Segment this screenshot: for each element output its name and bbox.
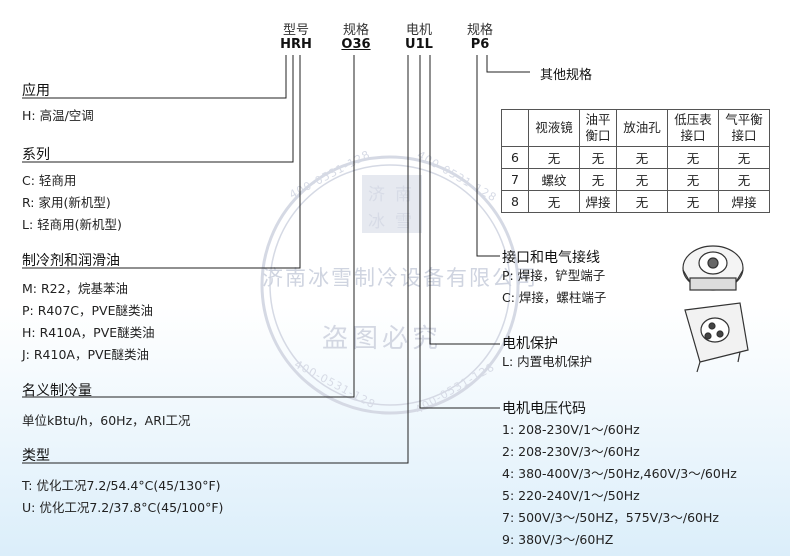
code-value-motor: U1L <box>405 37 433 52</box>
section-line: 9: 380V/3～/60HZ <box>502 532 614 547</box>
section-line: C: 轻商用 <box>22 173 77 188</box>
table-header-cell: 视液镜 <box>528 109 580 147</box>
section-line: L: 轻商用(新机型) <box>22 217 122 232</box>
table-cell: 焊接 <box>579 190 617 213</box>
other-spec-label: 其他规格 <box>540 68 593 83</box>
spade-terminal-icon <box>682 245 744 291</box>
section-title-application: 应用 <box>22 83 50 99</box>
section-line: U: 优化工况7.2/37.8°C(45/100°F) <box>22 500 224 515</box>
section-line: R: 家用(新机型) <box>22 195 111 210</box>
section-title-voltage-code: 电机电压代码 <box>502 401 586 417</box>
section-line: C: 焊接，螺柱端子 <box>502 290 607 305</box>
section-line: 1: 208-230V/1～/60Hz <box>502 422 640 437</box>
code-value-spec2: P6 <box>470 37 490 52</box>
table-row: 6 无 无 无 无 无 <box>501 146 770 169</box>
table-cell: 无 <box>616 190 668 213</box>
table-cell: 无 <box>667 190 719 213</box>
table-header-row: 视液镜 油平 衡口 放油孔 低压表 接口 气平衡 接口 <box>501 109 770 147</box>
section-line: L: 内置电机保护 <box>502 354 593 369</box>
watermark-company: 济南冰雪制冷设备有限公司 <box>262 266 538 290</box>
section-line: 4: 380-400V/3～/50Hz,460V/3～/60Hz <box>502 466 737 481</box>
code-label-model: 型号 <box>282 23 309 38</box>
table-header-cell: 低压表 接口 <box>667 109 719 147</box>
section-line: T: 优化工况7.2/54.4°C(45/130°F) <box>22 478 221 493</box>
section-title-connection: 接口和电气接线 <box>502 250 600 266</box>
section-line: H: 高温/空调 <box>22 108 94 123</box>
table-header-cell: 油平 衡口 <box>579 109 617 147</box>
section-title-type: 类型 <box>22 448 50 464</box>
watermark-logo-char: 济 <box>368 185 386 205</box>
table-cell: 无 <box>528 190 580 213</box>
section-title-capacity: 名义制冷量 <box>22 383 92 399</box>
table-cell: 螺纹 <box>528 168 580 191</box>
watermark-logo-char: 冰 <box>368 212 386 232</box>
section-line: P: R407C，PVE醚类油 <box>22 303 153 318</box>
code-label-spec: 规格 <box>342 23 369 38</box>
section-line: H: R410A，PVE醚类油 <box>22 325 155 340</box>
code-value-model: HRH <box>280 37 312 52</box>
table-header-cell <box>501 109 529 147</box>
table-cell: 焊接 <box>718 190 770 213</box>
section-title-motor-protection: 电机保护 <box>502 336 558 352</box>
section-title-series: 系列 <box>22 147 50 163</box>
section-line: M: R22，烷基苯油 <box>22 281 129 296</box>
options-table: 视液镜 油平 衡口 放油孔 低压表 接口 气平衡 接口 6 无 无 无 无 无 … <box>501 109 770 213</box>
section-line: P: 焊接，铲型端子 <box>502 268 606 283</box>
section-line: J: R410A，PVE醚类油 <box>22 347 149 362</box>
table-cell: 无 <box>718 168 770 191</box>
section-title-refrigerant: 制冷剂和润滑油 <box>22 253 120 269</box>
stud-terminal-icon <box>684 302 749 373</box>
table-row: 8 无 焊接 无 无 焊接 <box>501 190 770 213</box>
section-line: 7: 500V/3～/50HZ，575V/3～/60Hz <box>502 510 719 525</box>
table-cell: 无 <box>718 146 770 169</box>
section-line: 单位kBtu/h，60Hz，ARI工况 <box>22 413 191 428</box>
code-label-motor: 电机 <box>405 23 432 38</box>
table-cell: 无 <box>616 146 668 169</box>
watermark-no-copy: 盗图必究 <box>322 324 443 354</box>
section-line: 5: 220-240V/1～/50Hz <box>502 488 640 503</box>
table-header-cell: 气平衡 接口 <box>718 109 770 147</box>
code-label-spec2: 规格 <box>466 23 493 38</box>
section-line: 2: 208-230V/3～/60Hz <box>502 444 640 459</box>
code-value-spec: O36 <box>341 37 371 52</box>
